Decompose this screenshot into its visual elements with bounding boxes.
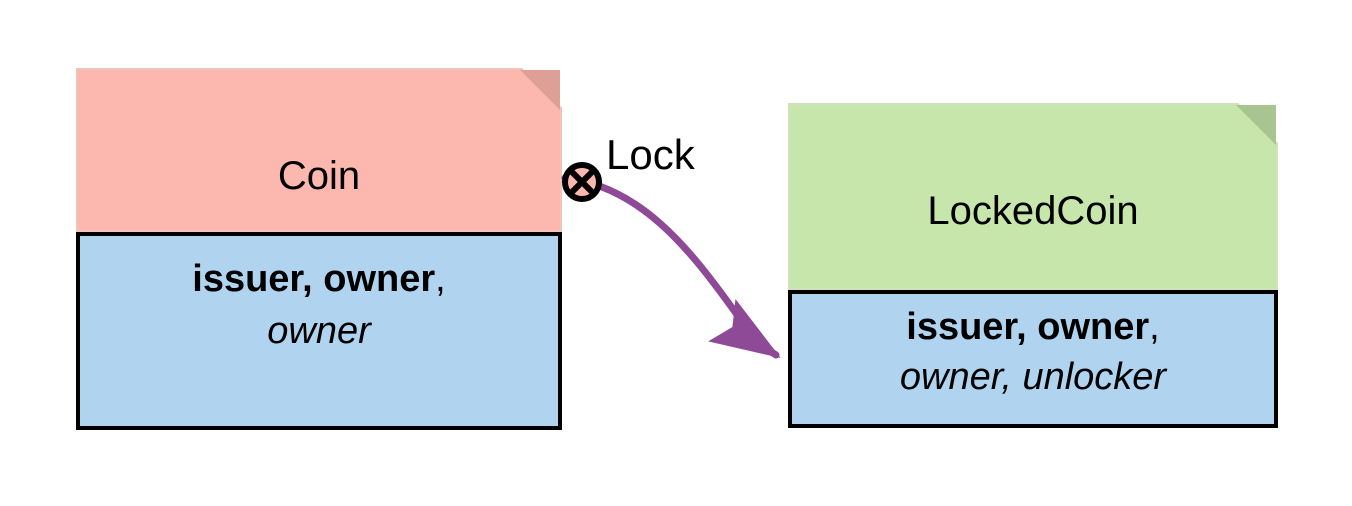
connector-lock-label: Lock	[606, 131, 695, 178]
node-lockedcoin[interactable]: LockedCoin issuer, owner, owner, unlocke…	[788, 103, 1278, 428]
node-coin-header: Coin	[76, 68, 562, 232]
node-coin-attr-line-2: owner	[267, 310, 371, 352]
node-lockedcoin-header-fill	[788, 103, 1278, 290]
node-lockedcoin-attr-comma: ,	[1149, 306, 1160, 348]
node-coin-attr-bold: issuer, owner	[192, 258, 436, 300]
node-lockedcoin-attr-bold: issuer, owner	[906, 306, 1150, 348]
node-lockedcoin-attributes: issuer, owner, owner, unlocker	[788, 290, 1278, 428]
node-coin-attributes: issuer, owner, owner	[76, 232, 562, 430]
node-coin-header-fill	[76, 68, 562, 232]
node-coin-attr-comma: ,	[435, 258, 446, 300]
node-lockedcoin-title: LockedCoin	[927, 189, 1139, 233]
connector-lock-path	[561, 174, 781, 359]
node-lockedcoin-fold-corner	[1236, 105, 1276, 145]
node-coin-title: Coin	[277, 154, 361, 198]
node-lockedcoin-header: LockedCoin	[788, 103, 1278, 290]
node-coin-fold-corner	[520, 70, 560, 110]
node-lockedcoin-attr-line-1: issuer, owner,	[792, 308, 1274, 346]
node-lockedcoin-attr-line-2: owner, unlocker	[899, 356, 1167, 398]
node-coin-attr-line-1: issuer, owner,	[80, 260, 558, 298]
node-coin[interactable]: Coin issuer, owner, owner	[76, 68, 562, 430]
circle-x-icon	[562, 162, 602, 202]
